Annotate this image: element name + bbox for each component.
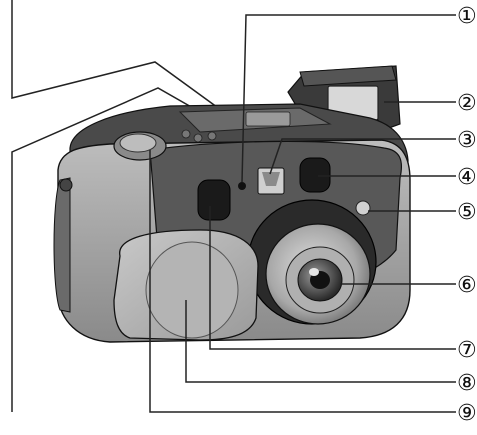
- shutter-button: [113, 131, 167, 161]
- callout-4: ④: [457, 165, 477, 190]
- callout-6: ⑥: [457, 273, 477, 298]
- callout-8: ⑧: [457, 371, 477, 396]
- remote-sensor: [238, 182, 246, 190]
- lens-barrel: [247, 199, 377, 325]
- callout-7: ⑦: [457, 338, 477, 363]
- callout-9: ⑨: [457, 401, 477, 426]
- top-lcd: [245, 111, 291, 127]
- viewfinder-windows: [197, 157, 371, 221]
- callout-1: ①: [457, 4, 477, 29]
- leader-lines: [149, 14, 456, 413]
- callout-5: ⑤: [457, 200, 477, 225]
- callout-2: ②: [457, 91, 477, 116]
- callout-3: ③: [457, 128, 477, 153]
- self-timer-lamp: [355, 200, 371, 216]
- callout-labels: ① ② ③ ④ ⑤ ⑥ ⑦ ⑧ ⑨: [457, 4, 477, 426]
